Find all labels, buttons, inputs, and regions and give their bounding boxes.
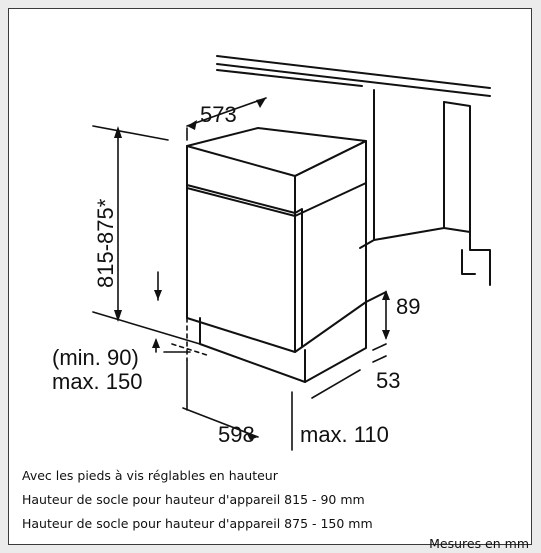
diagram-panel <box>8 8 532 545</box>
arrowheads <box>114 98 390 440</box>
dimension-plinth-depth-label: 89 <box>396 294 421 319</box>
dashed-guides <box>171 317 211 361</box>
note-line-1: Avec les pieds à vis réglables en hauteu… <box>22 468 278 483</box>
dimension-max-side-label: max. 110 <box>300 422 389 447</box>
unit-label: Mesures en mm <box>429 536 529 551</box>
dimension-lines <box>92 97 387 451</box>
note-line-3: Hauteur de socle pour hauteur d'appareil… <box>22 516 373 531</box>
dimension-recess-label: 53 <box>376 368 401 393</box>
dishwasher-body <box>186 127 387 383</box>
note-line-2: Hauteur de socle pour hauteur d'appareil… <box>22 492 365 507</box>
dimension-plinth-height-label: (min. 90) max. 150 <box>52 345 143 394</box>
dimension-width-label: 598 <box>218 422 255 447</box>
countertop-outline <box>216 55 491 286</box>
dimension-depth-label: 573 <box>200 102 237 127</box>
dimension-height-label: 815-875* <box>93 198 118 288</box>
